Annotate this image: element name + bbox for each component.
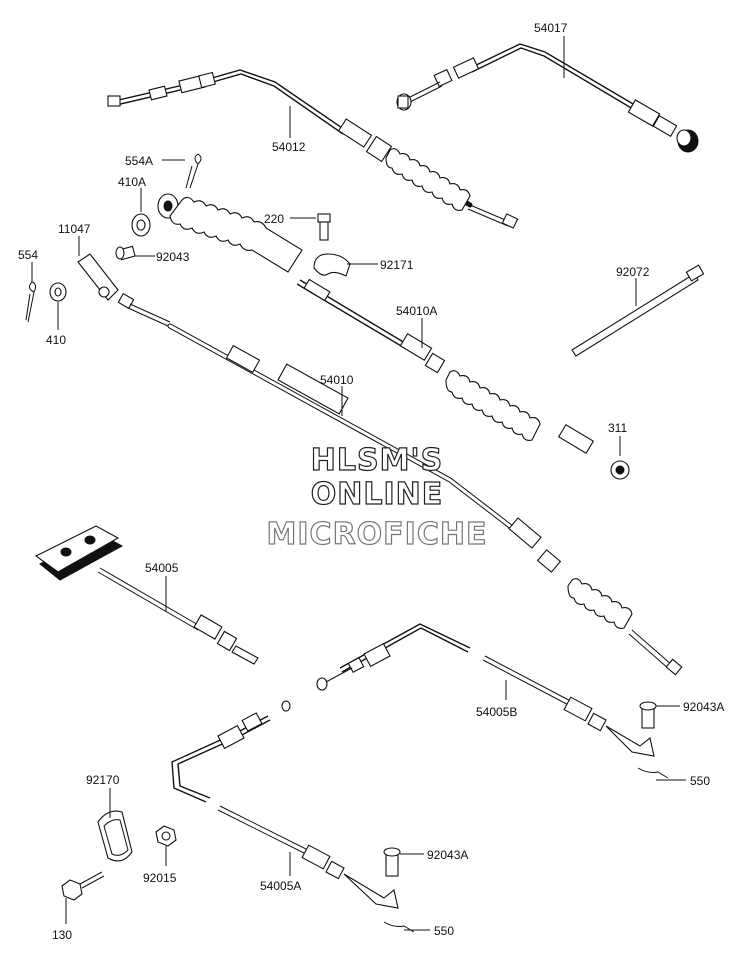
cable-54017 (396, 43, 699, 153)
watermark-line3: MICROFICHE (267, 517, 488, 552)
label-92171: 92171 (380, 258, 414, 272)
small-parts-upper-left (25, 153, 351, 323)
watermark-line2: ONLINE (311, 477, 444, 512)
label-92170: 92170 (86, 773, 120, 787)
label-54010: 54010 (320, 373, 354, 387)
label-311: 311 (608, 421, 627, 435)
part-labels: 54017 54012 554A 410A 220 11047 92043 92… (18, 21, 724, 942)
label-554A: 554A (125, 154, 153, 168)
label-554: 554 (18, 248, 38, 262)
cable-54005B (316, 623, 669, 779)
label-92043A-lower: 92043A (427, 848, 468, 862)
cable-tie-92072 (571, 264, 705, 357)
label-130: 130 (52, 928, 72, 942)
cable-54010 (117, 292, 683, 676)
label-54017: 54017 (534, 21, 568, 35)
label-54010A: 54010A (396, 304, 437, 318)
label-550-lower: 550 (434, 924, 454, 938)
label-11047: 11047 (58, 222, 91, 236)
label-54012: 54012 (272, 140, 306, 154)
leader-lines (31, 36, 686, 931)
label-92043: 92043 (156, 250, 190, 264)
cable-54005A (171, 700, 415, 933)
label-92072: 92072 (616, 265, 650, 279)
label-92043A-upper: 92043A (683, 700, 724, 714)
label-54005: 54005 (145, 561, 179, 575)
label-92015: 92015 (143, 871, 177, 885)
cable-54010A (157, 193, 630, 480)
cable-54005 (34, 525, 259, 665)
label-410A: 410A (118, 175, 146, 189)
label-54005B: 54005B (476, 705, 517, 719)
label-220: 220 (264, 212, 284, 226)
cable-54012 (107, 69, 519, 229)
small-parts-lower-left (61, 810, 177, 901)
watermark-line1: HLSM'S (311, 443, 443, 478)
label-54005A: 54005A (260, 879, 301, 893)
label-550-upper: 550 (690, 774, 710, 788)
watermark: HLSM'S ONLINE MICROFICHE (266, 442, 488, 552)
label-410: 410 (46, 333, 66, 347)
